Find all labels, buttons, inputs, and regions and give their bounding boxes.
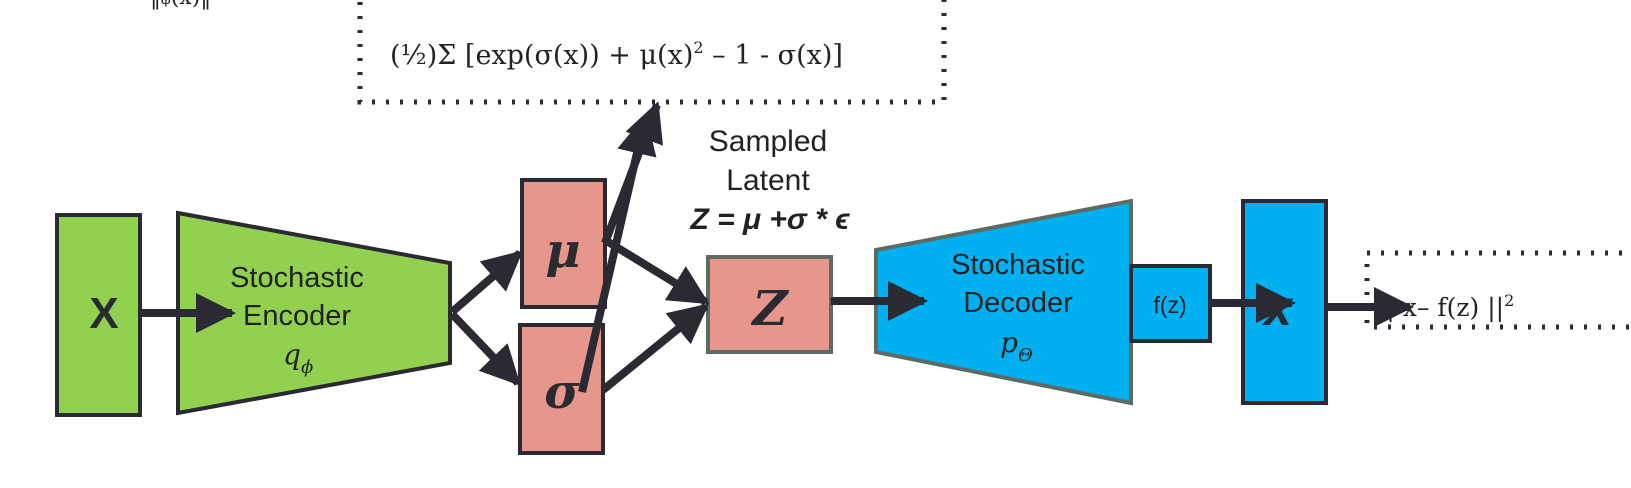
decoder-shape [874,198,1133,406]
input-x-label: X [89,289,118,338]
top-fragment-text: ‖ᵩ(x)‖ [150,0,211,10]
decoder-label-line1: Stochastic [951,249,1085,281]
sigma-box [518,323,605,455]
encoder-label-line1: Stochastic [230,262,364,294]
arrows [140,101,1414,394]
encoder-label-line2: Encoder [243,300,351,332]
mu-label: μ [545,223,580,279]
kl-loss-text: (½)Σ [exp(σ(x)) + μ(x)2 – 1 - σ(x)] [390,38,843,71]
fz-label: f(z) [1153,292,1186,318]
arrow-encoder-to-mu [449,249,524,316]
decoder-label-line2: Decoder [963,287,1073,319]
encoder-param: qϕ [283,338,313,378]
sigma-label: σ [544,364,580,420]
sampled-latent-line2: Latent [726,164,810,197]
arrow-sigma-to-z [600,302,710,394]
sampled-latent-line1: Sampled [709,125,827,158]
mu-box [520,178,607,309]
input-x-box [55,213,142,417]
decoder-param: pΘ [1000,326,1033,366]
fz-box [1129,264,1212,343]
arrow-sigma-to-kl [578,114,657,393]
sampled-latent-formula: Z = μ +σ * ϵ [689,203,850,236]
z-label: Z [750,281,789,337]
output-x-label: x [1261,280,1294,336]
encoder-shape [176,210,452,416]
arrow-mu-to-z [602,236,710,306]
arrow-encoder-to-sigma [449,311,521,386]
